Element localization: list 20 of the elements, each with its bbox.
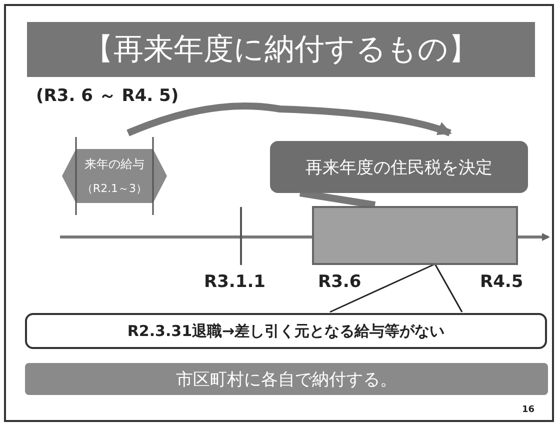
date-label: R3.6 [318,272,362,292]
bottom-banner [25,363,548,395]
leader-line [434,264,463,312]
leader-line [330,263,436,313]
period-label: (R3. 6 ～ R4. 5) [36,85,179,107]
date-label: R3.1.1 [204,272,266,292]
label-text: 再来年度の住民税を決定 [306,156,492,178]
label-text: 来年の給与 [84,156,144,173]
period-box [312,206,518,265]
date-label: R4.5 [480,272,524,292]
arrow [126,102,452,136]
title-banner [27,22,535,77]
label-text: 市区町村に各自で納付する。 [176,368,397,390]
date-range: （R2.1～3） [82,181,148,196]
page-number: 16 [522,405,535,415]
callout-box [25,313,547,349]
label-text: R2.3.31退職→差し引く元となる給与等がない [127,322,445,340]
hexagon-arrow [62,137,167,215]
title: 【再来年度に納付するもの】 [84,31,478,69]
callout-box [270,141,528,193]
